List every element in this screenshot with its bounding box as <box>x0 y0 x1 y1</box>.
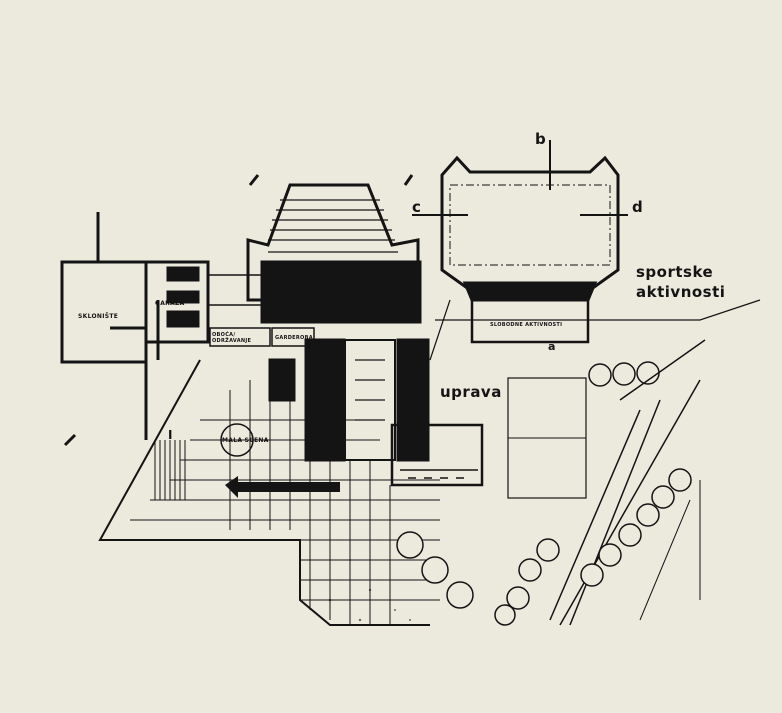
label-slobodne-aktivnosti: SLOBODNE AKTIVNOSTI <box>490 322 563 328</box>
entry-arrow <box>225 476 340 498</box>
label-aktivnosti: aktivnosti <box>636 283 726 301</box>
section-mark-a: a <box>548 340 556 353</box>
label-odrzavanje: OBOĆA/ ODRŽAVANJE <box>212 332 252 344</box>
label-uprava: uprava <box>440 383 502 401</box>
label-mala-scena: MALA SCENA <box>222 437 269 444</box>
sports-hall <box>440 155 620 292</box>
shelter-room <box>60 260 148 364</box>
label-garaza: GARAŽA <box>155 300 185 307</box>
trees <box>396 361 692 626</box>
small-stage-circle <box>220 423 254 457</box>
stage-area <box>260 260 422 324</box>
label-skloniste: SKLONIŠTE <box>78 313 119 320</box>
label-garderoba: GARDEROBA <box>275 335 313 341</box>
section-mark-i: I <box>168 428 173 442</box>
leisure-room <box>470 298 590 344</box>
section-mark-d: d <box>632 198 643 216</box>
section-mark-b: b <box>535 130 546 148</box>
label-sportske: sportske <box>636 263 714 281</box>
section-mark-c: c <box>412 198 421 216</box>
